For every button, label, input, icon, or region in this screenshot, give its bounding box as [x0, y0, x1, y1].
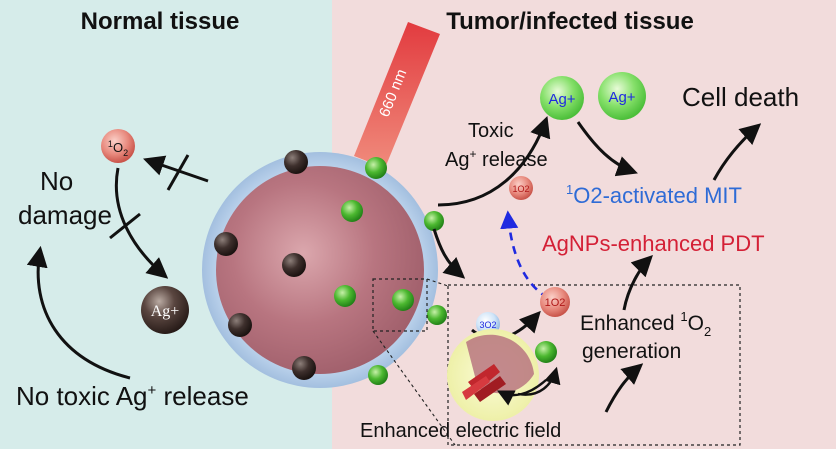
- toxic-label: Toxic: [468, 120, 514, 142]
- no-toxic-release-text: No toxic Ag+ release: [16, 381, 249, 411]
- agnp: [392, 289, 414, 311]
- generation-to-pdt-arrow: [622, 255, 653, 311]
- agnp: [424, 211, 444, 231]
- silver-nanoplate-icon: [462, 364, 506, 402]
- toxic-release-arrow: [437, 116, 551, 207]
- dark-particles: [214, 150, 316, 380]
- singlet-oxygen-small-label: 1O2: [512, 184, 529, 194]
- ag-ion-right-2: [598, 72, 646, 120]
- dark-particle: [214, 232, 238, 256]
- block-mark: [166, 154, 190, 191]
- agnp: [427, 305, 447, 325]
- normal-tissue-title: Normal tissue: [81, 8, 240, 35]
- zoom-selection-box: [372, 278, 428, 332]
- singlet-oxygen-product: [540, 287, 570, 317]
- dark-particle: [228, 313, 252, 337]
- no-damage-line1: No: [40, 166, 73, 196]
- tumor-tissue-title: Tumor/infected tissue: [446, 8, 694, 35]
- blocked-arrow-ag: [114, 167, 169, 279]
- inset-box: [447, 284, 741, 446]
- cell-death-label: Cell death: [682, 82, 799, 112]
- ag-ion-left-label: Ag+: [151, 303, 180, 320]
- dark-particle: [282, 253, 306, 277]
- triplet-oxygen-label: 3O2: [479, 320, 496, 330]
- ag-ion-right-1-label: Ag+: [548, 91, 575, 108]
- dark-particle: [284, 150, 308, 174]
- no-damage-arrow: [26, 245, 131, 380]
- zoomed-nanoparticle: [447, 329, 539, 421]
- dark-particle: [292, 356, 316, 380]
- agnp-inset: [535, 341, 557, 363]
- singlet-oxygen-left-label: 1O2: [108, 139, 128, 158]
- particle-to-inset-arrow: [432, 228, 466, 279]
- enhanced-o2-line1: Enhanced 1O2: [580, 309, 711, 339]
- no-damage-line2: damage: [18, 200, 112, 230]
- agnp: [368, 365, 388, 385]
- ag-ion-right-2-label: Ag+: [608, 89, 635, 106]
- agnp: [341, 200, 363, 222]
- zoom-line: [426, 278, 449, 287]
- agnp: [365, 157, 387, 179]
- singlet-oxygen-product-label: 1O2: [545, 297, 566, 309]
- ag-ion-left: [141, 286, 189, 334]
- silver-nanoparticles: [334, 157, 447, 385]
- mit-to-death-arrow: [712, 123, 762, 181]
- laser-beam: 660 nm: [354, 22, 440, 168]
- enhanced-o2-line2: generation: [582, 340, 681, 363]
- electric-field-label: Enhanced electric field: [360, 420, 561, 442]
- field-to-generation-arrow: [604, 363, 644, 413]
- ion-to-mit-arrow: [576, 121, 638, 177]
- ag-ion-right-1: [540, 76, 584, 120]
- agnp: [334, 285, 356, 307]
- mit-label: 1O2-activated MIT: [566, 182, 742, 208]
- nanoparticle-core: [216, 166, 424, 374]
- pdt-label: AgNPs-enhanced PDT: [542, 231, 765, 256]
- singlet-oxygen-left: [101, 129, 135, 163]
- block-mark: [109, 212, 141, 240]
- singlet-oxygen-small: [509, 176, 533, 200]
- field-interaction-arrow: [496, 379, 547, 406]
- dashed-oxygen-arrow: [500, 210, 549, 300]
